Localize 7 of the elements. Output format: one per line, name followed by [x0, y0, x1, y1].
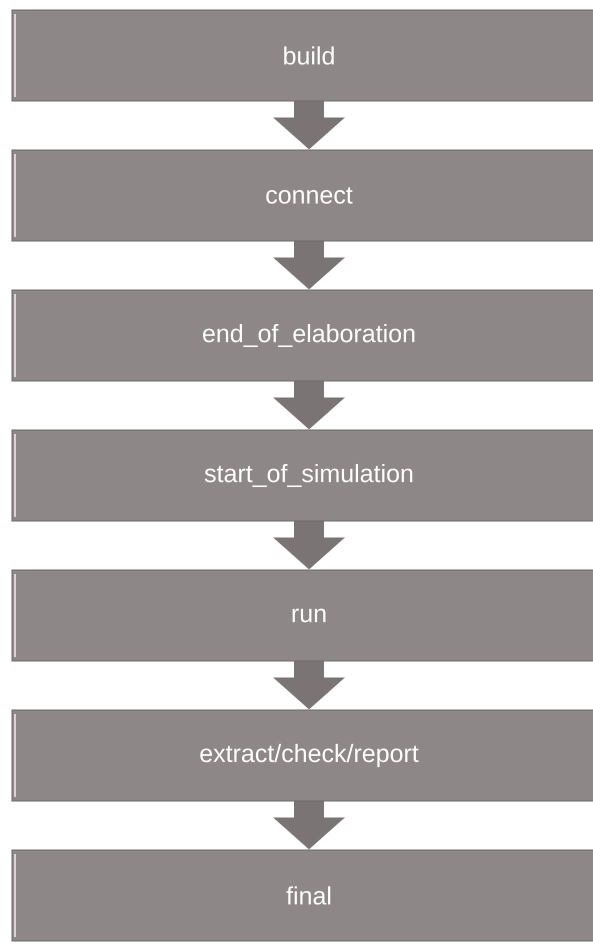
process-box: connect — [12, 150, 593, 242]
process-box: build — [12, 10, 593, 102]
process-box: run — [12, 570, 593, 662]
process-box: start_of_simulation — [12, 430, 593, 522]
process-box: final — [12, 850, 593, 942]
process-box: end_of_elaboration — [12, 290, 593, 382]
process-box: extract/check/report — [12, 710, 593, 802]
